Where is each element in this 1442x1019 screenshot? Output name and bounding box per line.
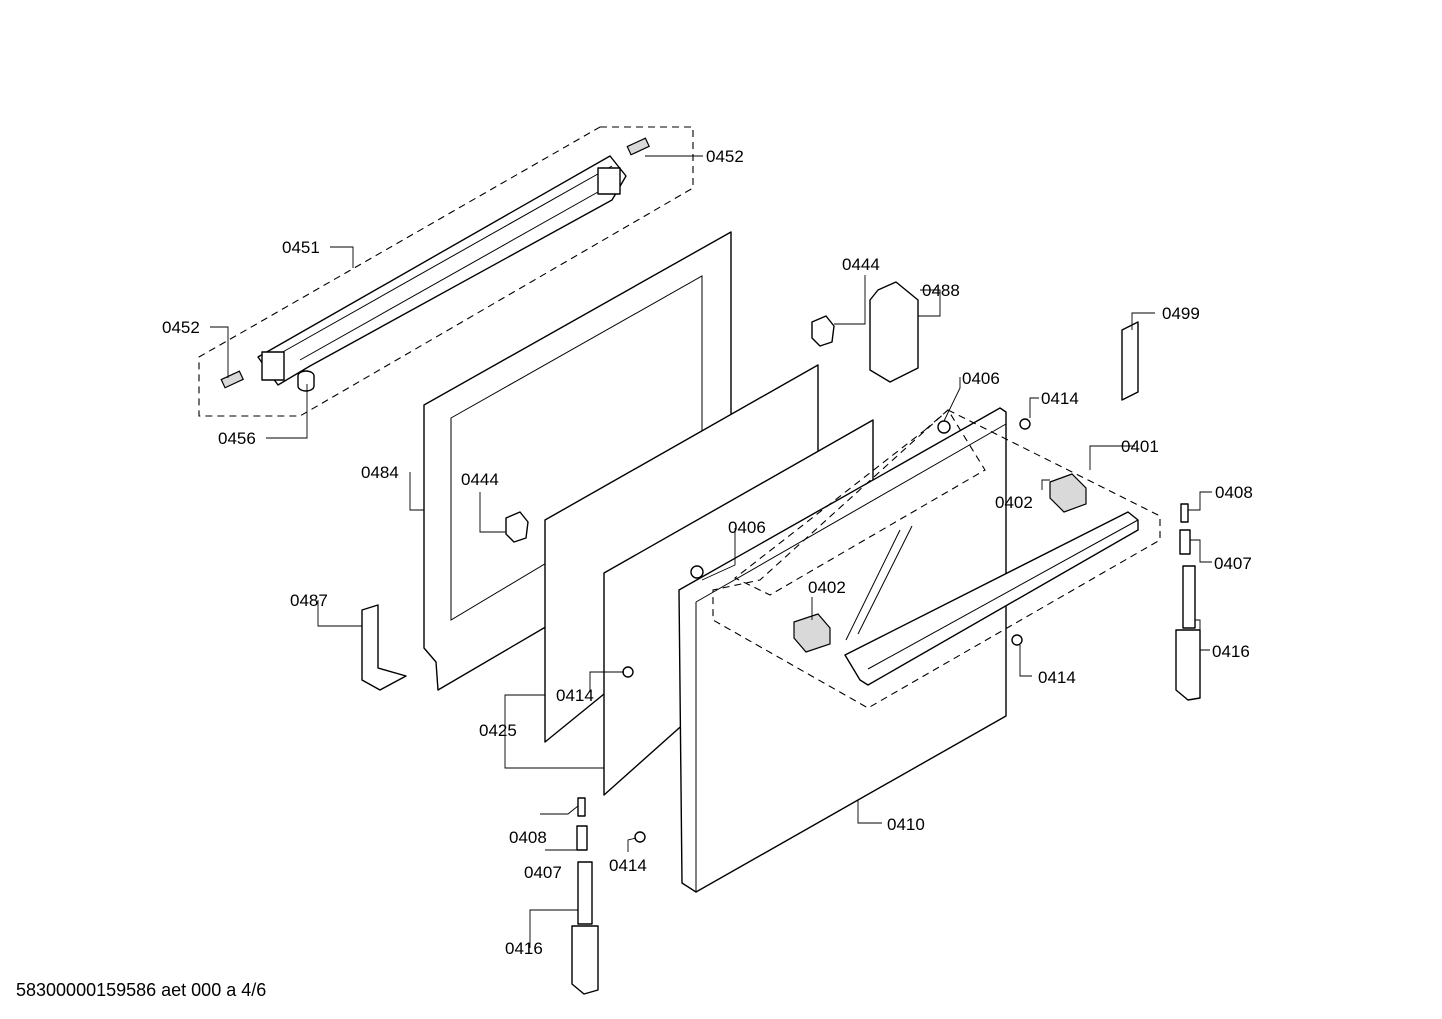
callout-0407-right: 0407 — [1214, 554, 1252, 573]
trim-bar-edge — [299, 191, 599, 361]
trim-bar — [257, 155, 627, 386]
trim-bar-edge — [264, 165, 613, 363]
callout-0402-mid: 0402 — [808, 578, 846, 597]
clip-0444-mid — [505, 511, 529, 543]
callout-0402-right: 0402 — [995, 493, 1033, 512]
brackets — [361, 281, 1139, 691]
door-glare — [845, 529, 901, 641]
outer-door-panel — [678, 407, 1007, 893]
outer-door-edge — [695, 423, 1007, 603]
callout-0414-low: 0414 — [609, 856, 647, 875]
hinge-body-0416-low — [571, 925, 599, 995]
callout-0408-right: 0408 — [1215, 483, 1253, 502]
hinge-low — [571, 797, 599, 995]
callout-0408-low: 0408 — [509, 828, 547, 847]
sleeve-0407-low — [576, 825, 588, 851]
drawing-reference-footer: 58300000159586 aet 000 a 4/6 — [16, 980, 267, 1000]
handle-upper-outline — [733, 409, 986, 596]
callout-0451: 0451 — [282, 238, 320, 257]
door-glare — [857, 525, 913, 635]
handle-mount-0402-mid — [793, 613, 831, 653]
callout-0484: 0484 — [361, 463, 399, 482]
leader-lines — [210, 155, 1212, 948]
callout-0444-mid: 0444 — [461, 470, 499, 489]
callout-0414-right: 0414 — [1038, 668, 1076, 687]
clip-0444-top — [811, 315, 835, 347]
callout-0499: 0499 — [1162, 304, 1200, 323]
handle-mount-0402-right — [1049, 473, 1087, 513]
callout-0416-right: 0416 — [1212, 642, 1250, 661]
door-handle-edge — [867, 519, 1139, 670]
callout-0407-low: 0407 — [524, 863, 562, 882]
bushing-0406-top — [937, 420, 951, 434]
callout-0410: 0410 — [887, 815, 925, 834]
callout-0452-top: 0452 — [706, 147, 744, 166]
callout-0406-top: 0406 — [962, 369, 1000, 388]
callout-0401: 0401 — [1121, 437, 1159, 456]
callout-0414-top: 0414 — [1041, 389, 1079, 408]
hinge-body-0416-right — [1175, 629, 1201, 701]
bushing-0414-glass — [622, 666, 634, 678]
bracket-0488 — [869, 281, 919, 383]
top-trim-assembly — [198, 126, 694, 417]
callout-0444-top: 0444 — [842, 255, 880, 274]
bushing-0414-top — [1019, 418, 1031, 430]
trim-group-outline — [198, 126, 694, 417]
pin-0452-top — [626, 137, 650, 156]
bushing-0414-right — [1011, 634, 1023, 646]
cap-0456-body — [297, 376, 315, 392]
sleeve-0407-right — [1179, 529, 1191, 555]
spring-0416-right — [1182, 565, 1196, 629]
bracket-0487 — [361, 604, 407, 691]
bushing-0414-low — [634, 831, 646, 843]
handle-assembly — [622, 409, 1161, 843]
bushing-0406-mid — [690, 565, 704, 579]
pin-0408-low — [577, 797, 586, 817]
callout-0452-left: 0452 — [162, 318, 200, 337]
spring-0416-low — [577, 861, 593, 925]
callout-0416-low: 0416 — [505, 939, 543, 958]
callout-0406-mid: 0406 — [728, 518, 766, 537]
handle-group-outline — [712, 409, 1161, 709]
trim-end-right — [597, 167, 621, 195]
strip-0499 — [1121, 321, 1139, 401]
outer-door-0410 — [678, 407, 1007, 893]
pin-0408-right — [1180, 503, 1189, 523]
callout-0488: 0488 — [922, 281, 960, 300]
callout-labels: 0452 0451 0452 0456 0484 0444 0487 0414 … — [162, 147, 1253, 958]
pin-0452-left — [220, 370, 244, 389]
callout-0487: 0487 — [290, 591, 328, 610]
hinge-right — [1175, 503, 1201, 701]
trim-end-left — [261, 351, 285, 381]
callout-0425: 0425 — [479, 721, 517, 740]
callout-0456: 0456 — [218, 429, 256, 448]
callout-0414-glass: 0414 — [556, 686, 594, 705]
